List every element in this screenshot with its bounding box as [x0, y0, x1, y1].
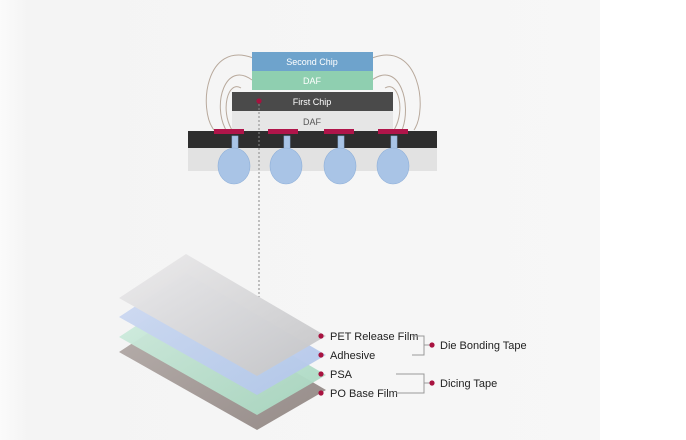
bond-pads — [214, 129, 408, 134]
group-label-die-bonding: Die Bonding Tape — [440, 340, 527, 352]
die-bonding-marker — [429, 342, 435, 348]
second-chip-label: Second Chip — [286, 57, 338, 67]
daf-bottom-label: DAF — [303, 117, 322, 127]
layer-label-po: PO Base Film — [330, 388, 398, 400]
solder-balls — [217, 135, 410, 185]
daf-top — [252, 71, 373, 90]
daf-bottom — [232, 111, 393, 131]
group-label-dicing: Dicing Tape — [440, 378, 497, 390]
first-chip-label: First Chip — [293, 97, 332, 107]
substrate-top — [188, 131, 437, 148]
first-chip — [232, 92, 393, 111]
layer-label-adhesive: Adhesive — [330, 350, 375, 362]
dicing-marker — [429, 380, 435, 386]
layer-markers — [318, 333, 324, 396]
second-chip — [252, 52, 373, 71]
daf-top-label: DAF — [303, 76, 322, 86]
layer-label-pet: PET Release Film — [330, 331, 418, 343]
group-brackets — [396, 335, 433, 394]
layer-label-psa: PSA — [330, 369, 353, 381]
pet-release-film-layer — [119, 254, 326, 376]
bond-wires — [205, 54, 421, 131]
first-chip-marker — [256, 98, 262, 104]
